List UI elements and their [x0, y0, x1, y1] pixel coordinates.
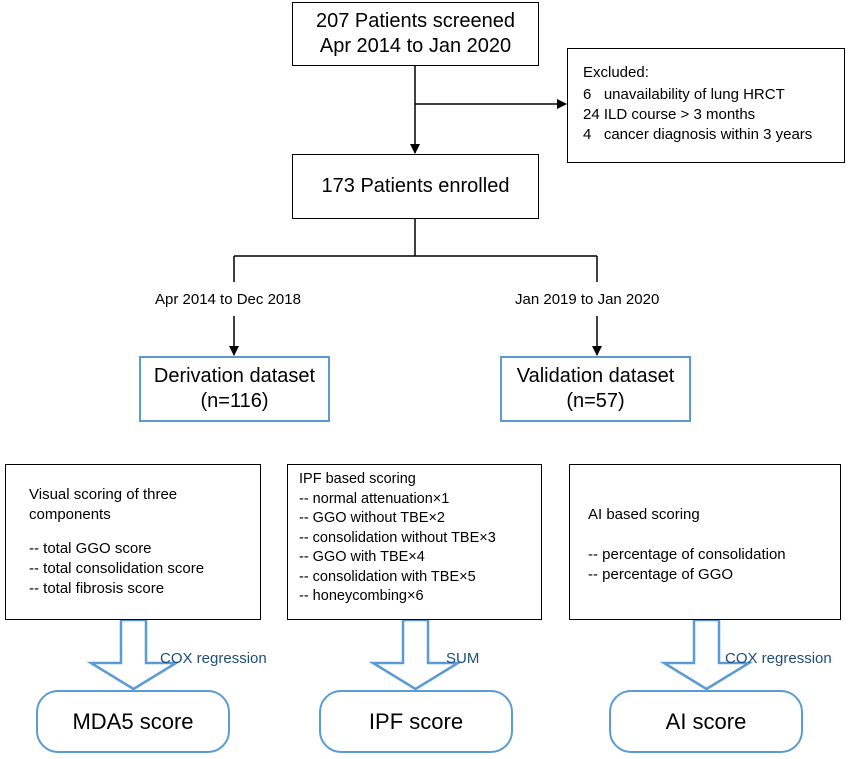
- ai-scoring-box: AI based scoring -- percentage of consol…: [569, 464, 841, 620]
- visual-scoring-item: -- total fibrosis score: [29, 580, 165, 597]
- ipf-scoring-item: -- consolidation with TBE×5: [299, 568, 476, 585]
- derivation-dataset-box: Derivation dataset (n=116): [139, 356, 330, 422]
- excluded-box: Excluded: 6 unavailability of lung HRCT …: [567, 48, 845, 163]
- visual-scoring-item: -- total consolidation score: [29, 560, 205, 577]
- ai-scoring-item: -- percentage of GGO: [588, 566, 734, 583]
- screened-period: Apr 2014 to Jan 2020: [319, 35, 512, 57]
- derivation-period-label: Apr 2014 to Dec 2018: [155, 291, 301, 308]
- mda5-score-box: MDA5 score: [36, 690, 230, 753]
- visual-scoring-item: -- total GGO score: [29, 540, 152, 557]
- derivation-title: Derivation dataset: [153, 365, 316, 387]
- ai-scoring-item: -- percentage of consolidation: [588, 546, 786, 563]
- ipf-scoring-item: -- normal attenuation×1: [299, 490, 450, 507]
- screened-box: 207 Patients screened Apr 2014 to Jan 20…: [292, 2, 539, 66]
- validation-count: (n=57): [566, 390, 625, 412]
- mda5-score-label: MDA5 score: [72, 708, 194, 734]
- excluded-item: 24 ILD course > 3 months: [583, 106, 756, 123]
- ai-score-label: AI score: [665, 708, 747, 734]
- validation-title: Validation dataset: [516, 365, 675, 387]
- enrolled-label: 173 Patients enrolled: [321, 175, 510, 197]
- ai-score-box: AI score: [609, 690, 803, 753]
- method-label-left: COX regression: [160, 650, 267, 667]
- ai-scoring-title: AI based scoring: [588, 506, 700, 523]
- method-label-right: COX regression: [725, 650, 832, 667]
- enrolled-box: 173 Patients enrolled: [292, 154, 539, 219]
- ipf-scoring-item: -- GGO without TBE×2: [299, 510, 445, 526]
- screened-count: 207 Patients screened: [315, 10, 516, 32]
- ipf-score-box: IPF score: [319, 690, 513, 753]
- validation-period-label: Jan 2019 to Jan 2020: [515, 291, 660, 308]
- excluded-title: Excluded:: [583, 64, 649, 81]
- derivation-count: (n=116): [200, 390, 269, 412]
- ipf-scoring-item: -- consolidation without TBE×3: [299, 529, 496, 546]
- block-arrow-middle: [368, 618, 463, 691]
- visual-scoring-box: Visual scoring of three components -- to…: [5, 464, 261, 620]
- visual-scoring-title: components: [29, 506, 111, 523]
- excluded-item: 6 unavailability of lung HRCT: [583, 86, 785, 103]
- ipf-scoring-box: IPF based scoring -- normal attenuation×…: [287, 464, 542, 620]
- validation-dataset-box: Validation dataset (n=57): [500, 356, 691, 422]
- ipf-scoring-title: IPF based scoring: [299, 471, 416, 487]
- ipf-scoring-item: -- honeycombing×6: [299, 588, 424, 604]
- block-arrow-left: [86, 618, 181, 691]
- visual-scoring-title: Visual scoring of three: [29, 486, 178, 503]
- ipf-scoring-item: -- GGO with TBE×4: [299, 549, 425, 565]
- ipf-score-label: IPF score: [368, 708, 464, 734]
- block-arrow-right: [659, 618, 754, 691]
- excluded-item: 4 cancer diagnosis within 3 years: [583, 126, 813, 143]
- method-label-middle: SUM: [446, 650, 480, 667]
